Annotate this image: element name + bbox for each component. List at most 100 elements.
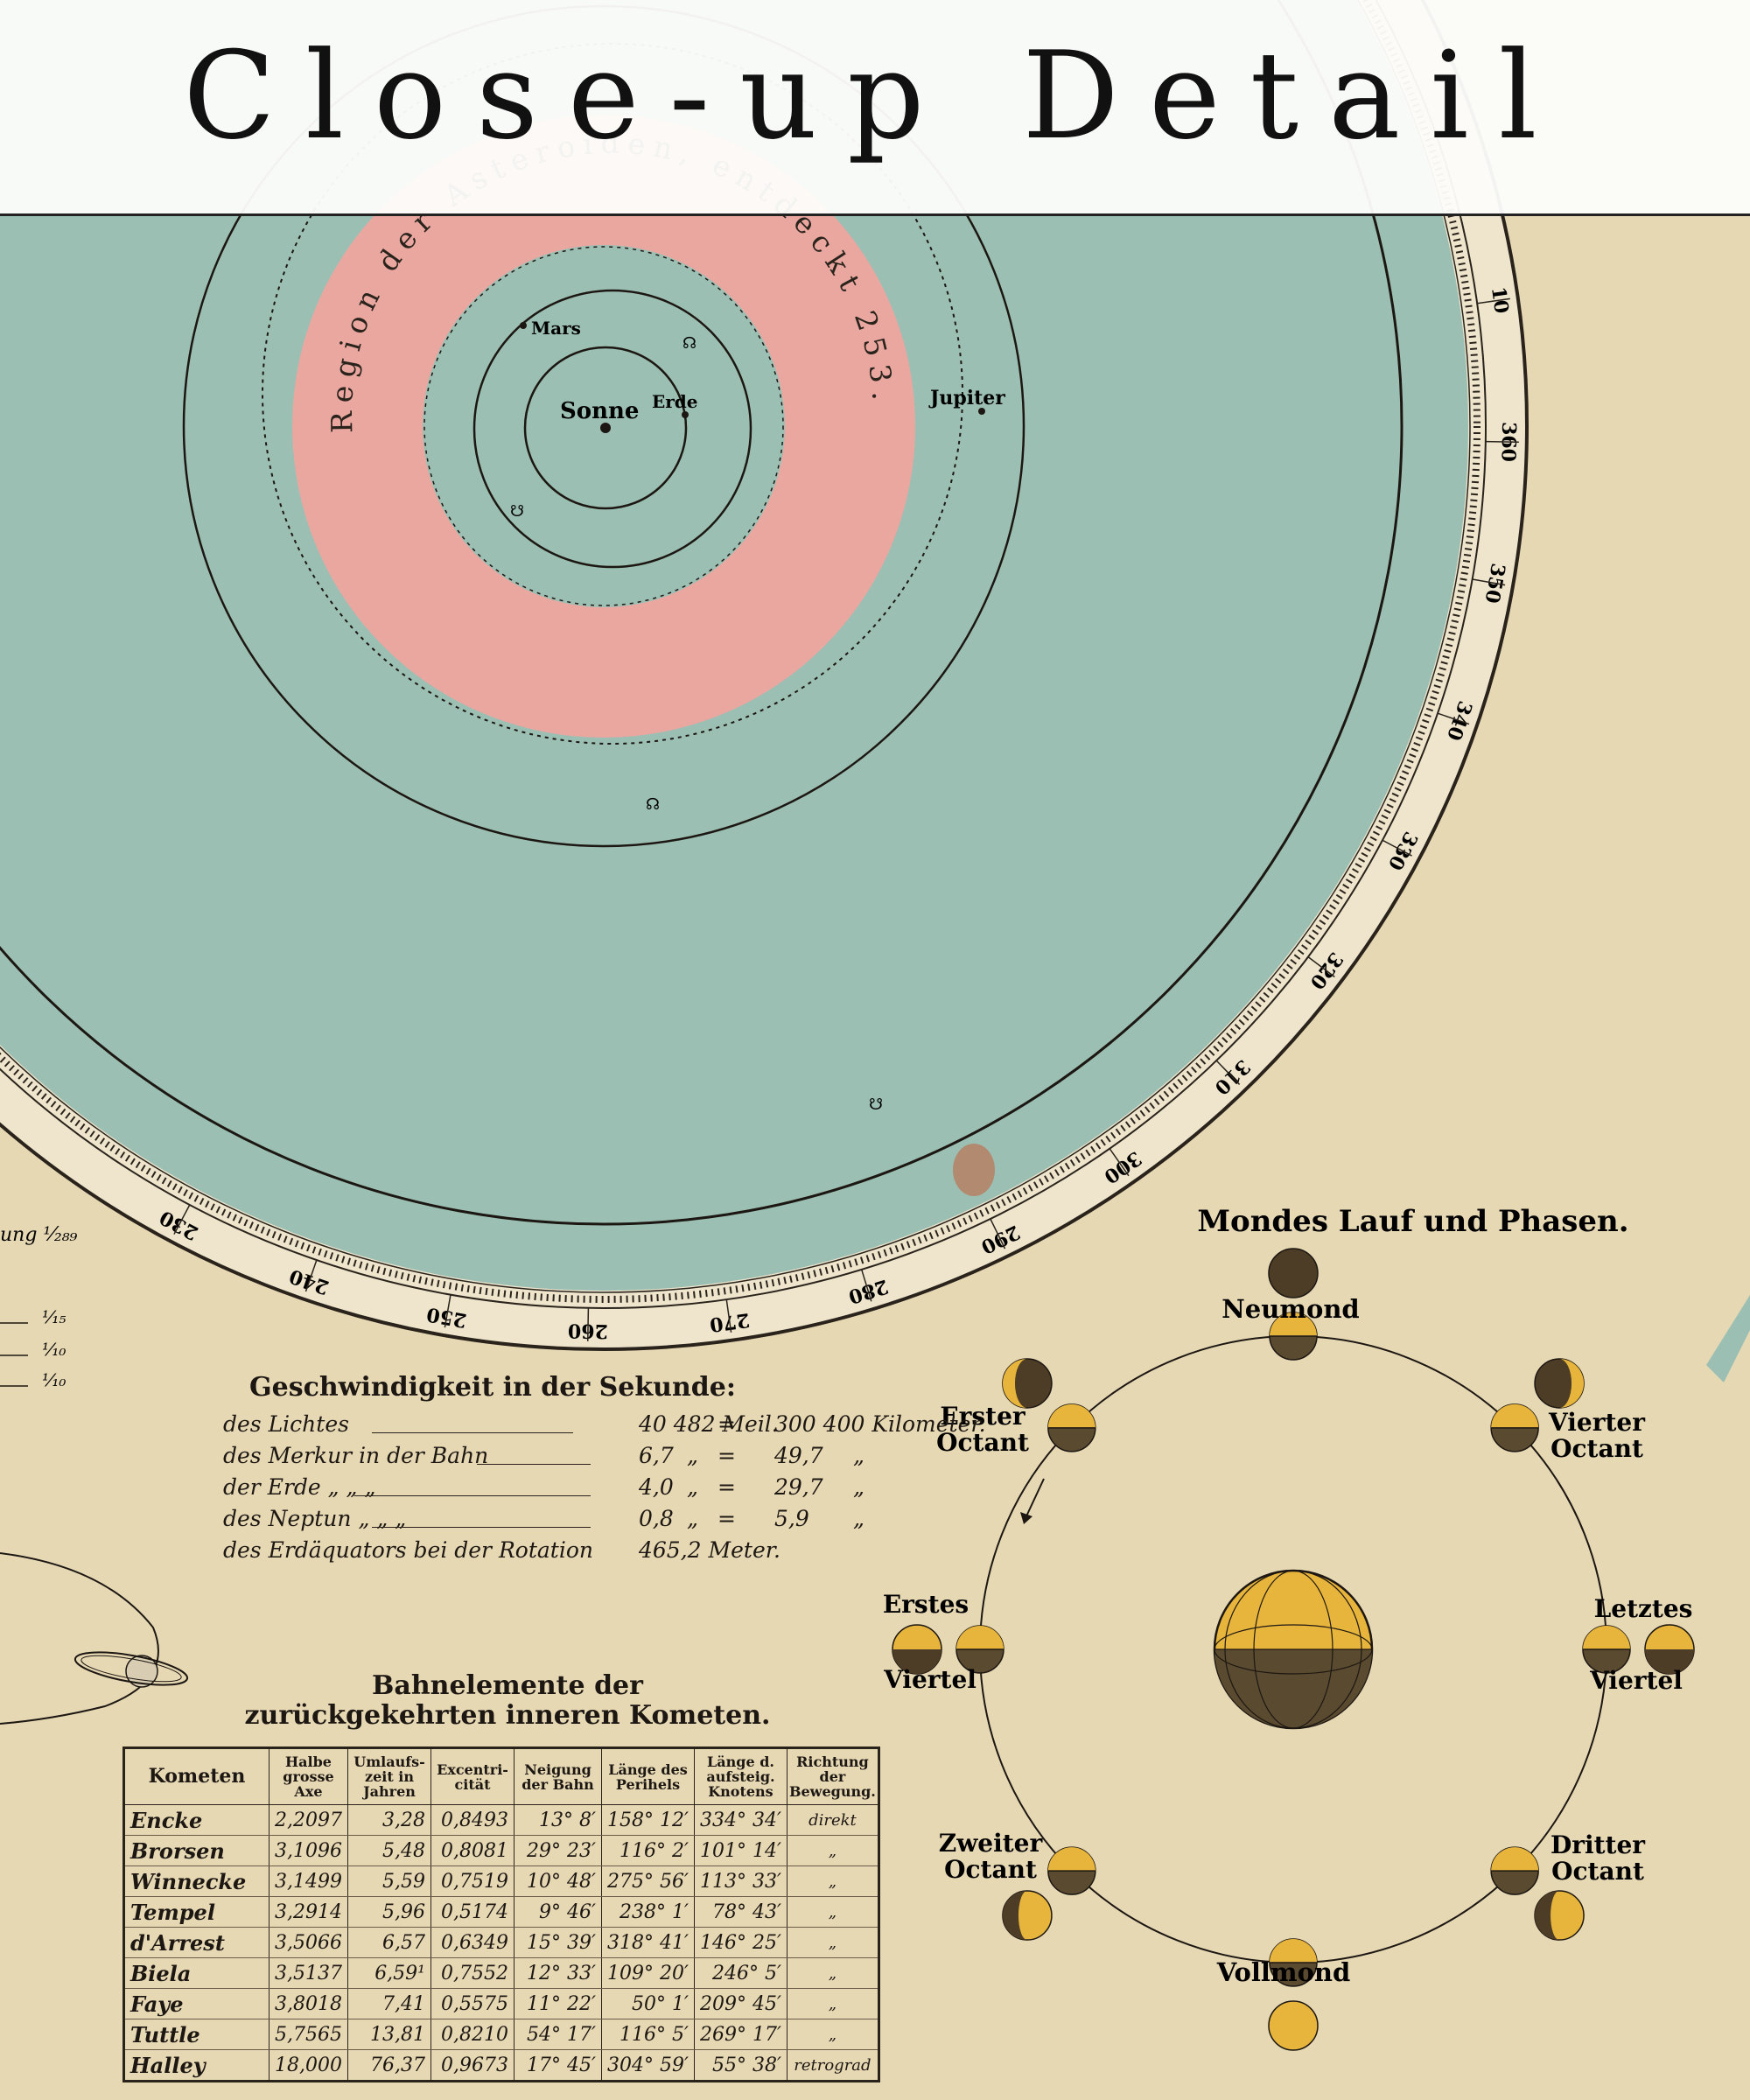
- saturn-icon: [74, 1651, 189, 1688]
- moon-on-orbit: [1269, 1938, 1318, 1987]
- comet-name-cell: Tempel: [123, 1896, 270, 1928]
- comet-value-cell: 5,48: [347, 1835, 431, 1866]
- comet-value-cell: 29° 23′: [514, 1835, 602, 1866]
- comet-value-cell: 0,5575: [430, 1988, 514, 2020]
- comet-name-cell: Biela: [123, 1957, 270, 1989]
- moon-appearance: [892, 1624, 942, 1675]
- moon-gibbous-dark: [1535, 1891, 1560, 1941]
- phase-label-line: Octant: [1550, 1434, 1643, 1463]
- orbit-direction-arrow: [1025, 1478, 1045, 1519]
- speed-v1: 4,0: [639, 1474, 674, 1500]
- comet-value-cell: 10° 48′: [514, 1866, 602, 1897]
- moon-quarter-dark: [892, 1649, 942, 1674]
- moon-appearance: [1268, 1248, 1319, 1298]
- comet-value-cell: 12° 33′: [514, 1957, 602, 1989]
- scale-fragment: ung ¹⁄₂₈₉: [0, 1224, 78, 1246]
- degree-tick: [1382, 839, 1412, 857]
- comet-value-cell: 13,81: [347, 2019, 431, 2050]
- speed-v2: 5,9: [774, 1506, 809, 1531]
- comet-value-cell: 76,37: [347, 2049, 431, 2082]
- comet-value-cell: 3,5137: [269, 1957, 348, 1989]
- comet-header-cell: Richtung der Bewegung.: [786, 1747, 879, 1805]
- comet-value-cell: „: [786, 1957, 879, 1989]
- phase-label-line: Letztes: [1594, 1594, 1693, 1623]
- comet-value-cell: 318° 41′: [601, 1927, 695, 1958]
- moon-on-orbit: [956, 1625, 1004, 1674]
- comet-value-cell: 18,000: [269, 2049, 348, 2082]
- phase-label-line: Erstes: [883, 1590, 969, 1619]
- comet-title-line2: zurückgekehrten inneren Kometen.: [244, 1700, 771, 1731]
- comet-header-cell: Excentri-cität: [430, 1747, 514, 1805]
- speed-eq: =: [718, 1474, 736, 1500]
- comet-value-cell: 55° 38′: [693, 2049, 788, 2082]
- mars-label: Mars: [531, 318, 581, 339]
- moon-appearance: [1002, 1890, 1053, 1941]
- speed-block: Geschwindigkeit in der Sekunde: des Lich…: [223, 1372, 986, 1569]
- comet-orbit-arc: [0, 1552, 159, 1725]
- node-symbol: ☋: [510, 502, 524, 521]
- dashed-inner: [424, 246, 784, 606]
- node-symbol: ☊: [646, 795, 660, 814]
- comet-value-cell: 3,1096: [269, 1835, 348, 1866]
- paper-stain: [953, 1144, 995, 1196]
- moon-appearance: [1268, 2000, 1319, 2051]
- comet-name-cell: Tuttle: [123, 2019, 270, 2050]
- moon-lit-half: [956, 1626, 1004, 1649]
- comet-value-cell: 101° 14′: [693, 1835, 788, 1866]
- speed-v2: 300 400 Kilometer.: [774, 1411, 986, 1437]
- moon-crescent-lit: [1002, 1358, 1027, 1408]
- degree-tick: [1109, 1148, 1130, 1177]
- comet-value-cell: 275° 56′: [601, 1866, 695, 1897]
- comet-value-cell: retrograd: [786, 2049, 879, 2082]
- comet-value-cell: 17° 45′: [514, 2049, 602, 2082]
- comet-header-cell: Neigung der Bahn: [514, 1747, 602, 1805]
- comet-value-cell: „: [786, 1866, 879, 1897]
- moon-on-orbit: [1269, 1312, 1318, 1361]
- comet-value-cell: 0,8081: [430, 1835, 514, 1866]
- speed-row: der Erde „ „ „4,0„=29,7„: [223, 1474, 923, 1506]
- moon-new: [1268, 1248, 1319, 1298]
- comet-value-cell: 3,8018: [269, 1988, 348, 2020]
- jupiter-marker: [978, 408, 985, 415]
- speed-label: des Merkur in der Bahn: [223, 1443, 489, 1468]
- degree-tick: [725, 1299, 732, 1333]
- degree-tick: [304, 1259, 318, 1292]
- comet-name-cell: Winnecke: [123, 1866, 270, 1897]
- degree-tick: [1307, 956, 1335, 978]
- comet-value-cell: 50° 1′: [601, 1988, 695, 2020]
- degree-tick: [1215, 1060, 1241, 1085]
- moon-appearance: [1002, 1358, 1053, 1409]
- moon-lit-half: [1270, 1939, 1317, 1963]
- comet-value-cell: 0,9673: [430, 2049, 514, 2082]
- comet-table-title: Bahnelemente der zurückgekehrten inneren…: [236, 1671, 779, 1731]
- comet-value-cell: 0,5174: [430, 1896, 514, 1928]
- comet-value-cell: 3,2914: [269, 1896, 348, 1928]
- earth-globe: [1213, 1569, 1374, 1730]
- comet-header-cell: Länge d. aufsteig. Knotens: [693, 1747, 788, 1805]
- comet-value-cell: 238° 1′: [601, 1896, 695, 1928]
- comet-value-cell: 15° 39′: [514, 1927, 602, 1958]
- comet-value-cell: 3,28: [347, 1804, 431, 1836]
- speed-label: der Erde „ „ „: [223, 1474, 376, 1500]
- degree-tick: [173, 1204, 191, 1235]
- phase-label-line: Erster: [940, 1402, 1026, 1431]
- speed-eq: =: [718, 1443, 736, 1468]
- scale-fragment: ¹⁄₁₅: [42, 1306, 66, 1327]
- comet-value-cell: 6,57: [347, 1927, 431, 1958]
- comet-value-cell: 209° 45′: [693, 1988, 788, 2020]
- comet-value-cell: 11° 22′: [514, 1988, 602, 2020]
- speed-v1: 465,2 Meter.: [639, 1537, 780, 1563]
- comet-value-cell: 0,6349: [430, 1927, 514, 1958]
- degree-ring-scale-inner: [0, 0, 1471, 1293]
